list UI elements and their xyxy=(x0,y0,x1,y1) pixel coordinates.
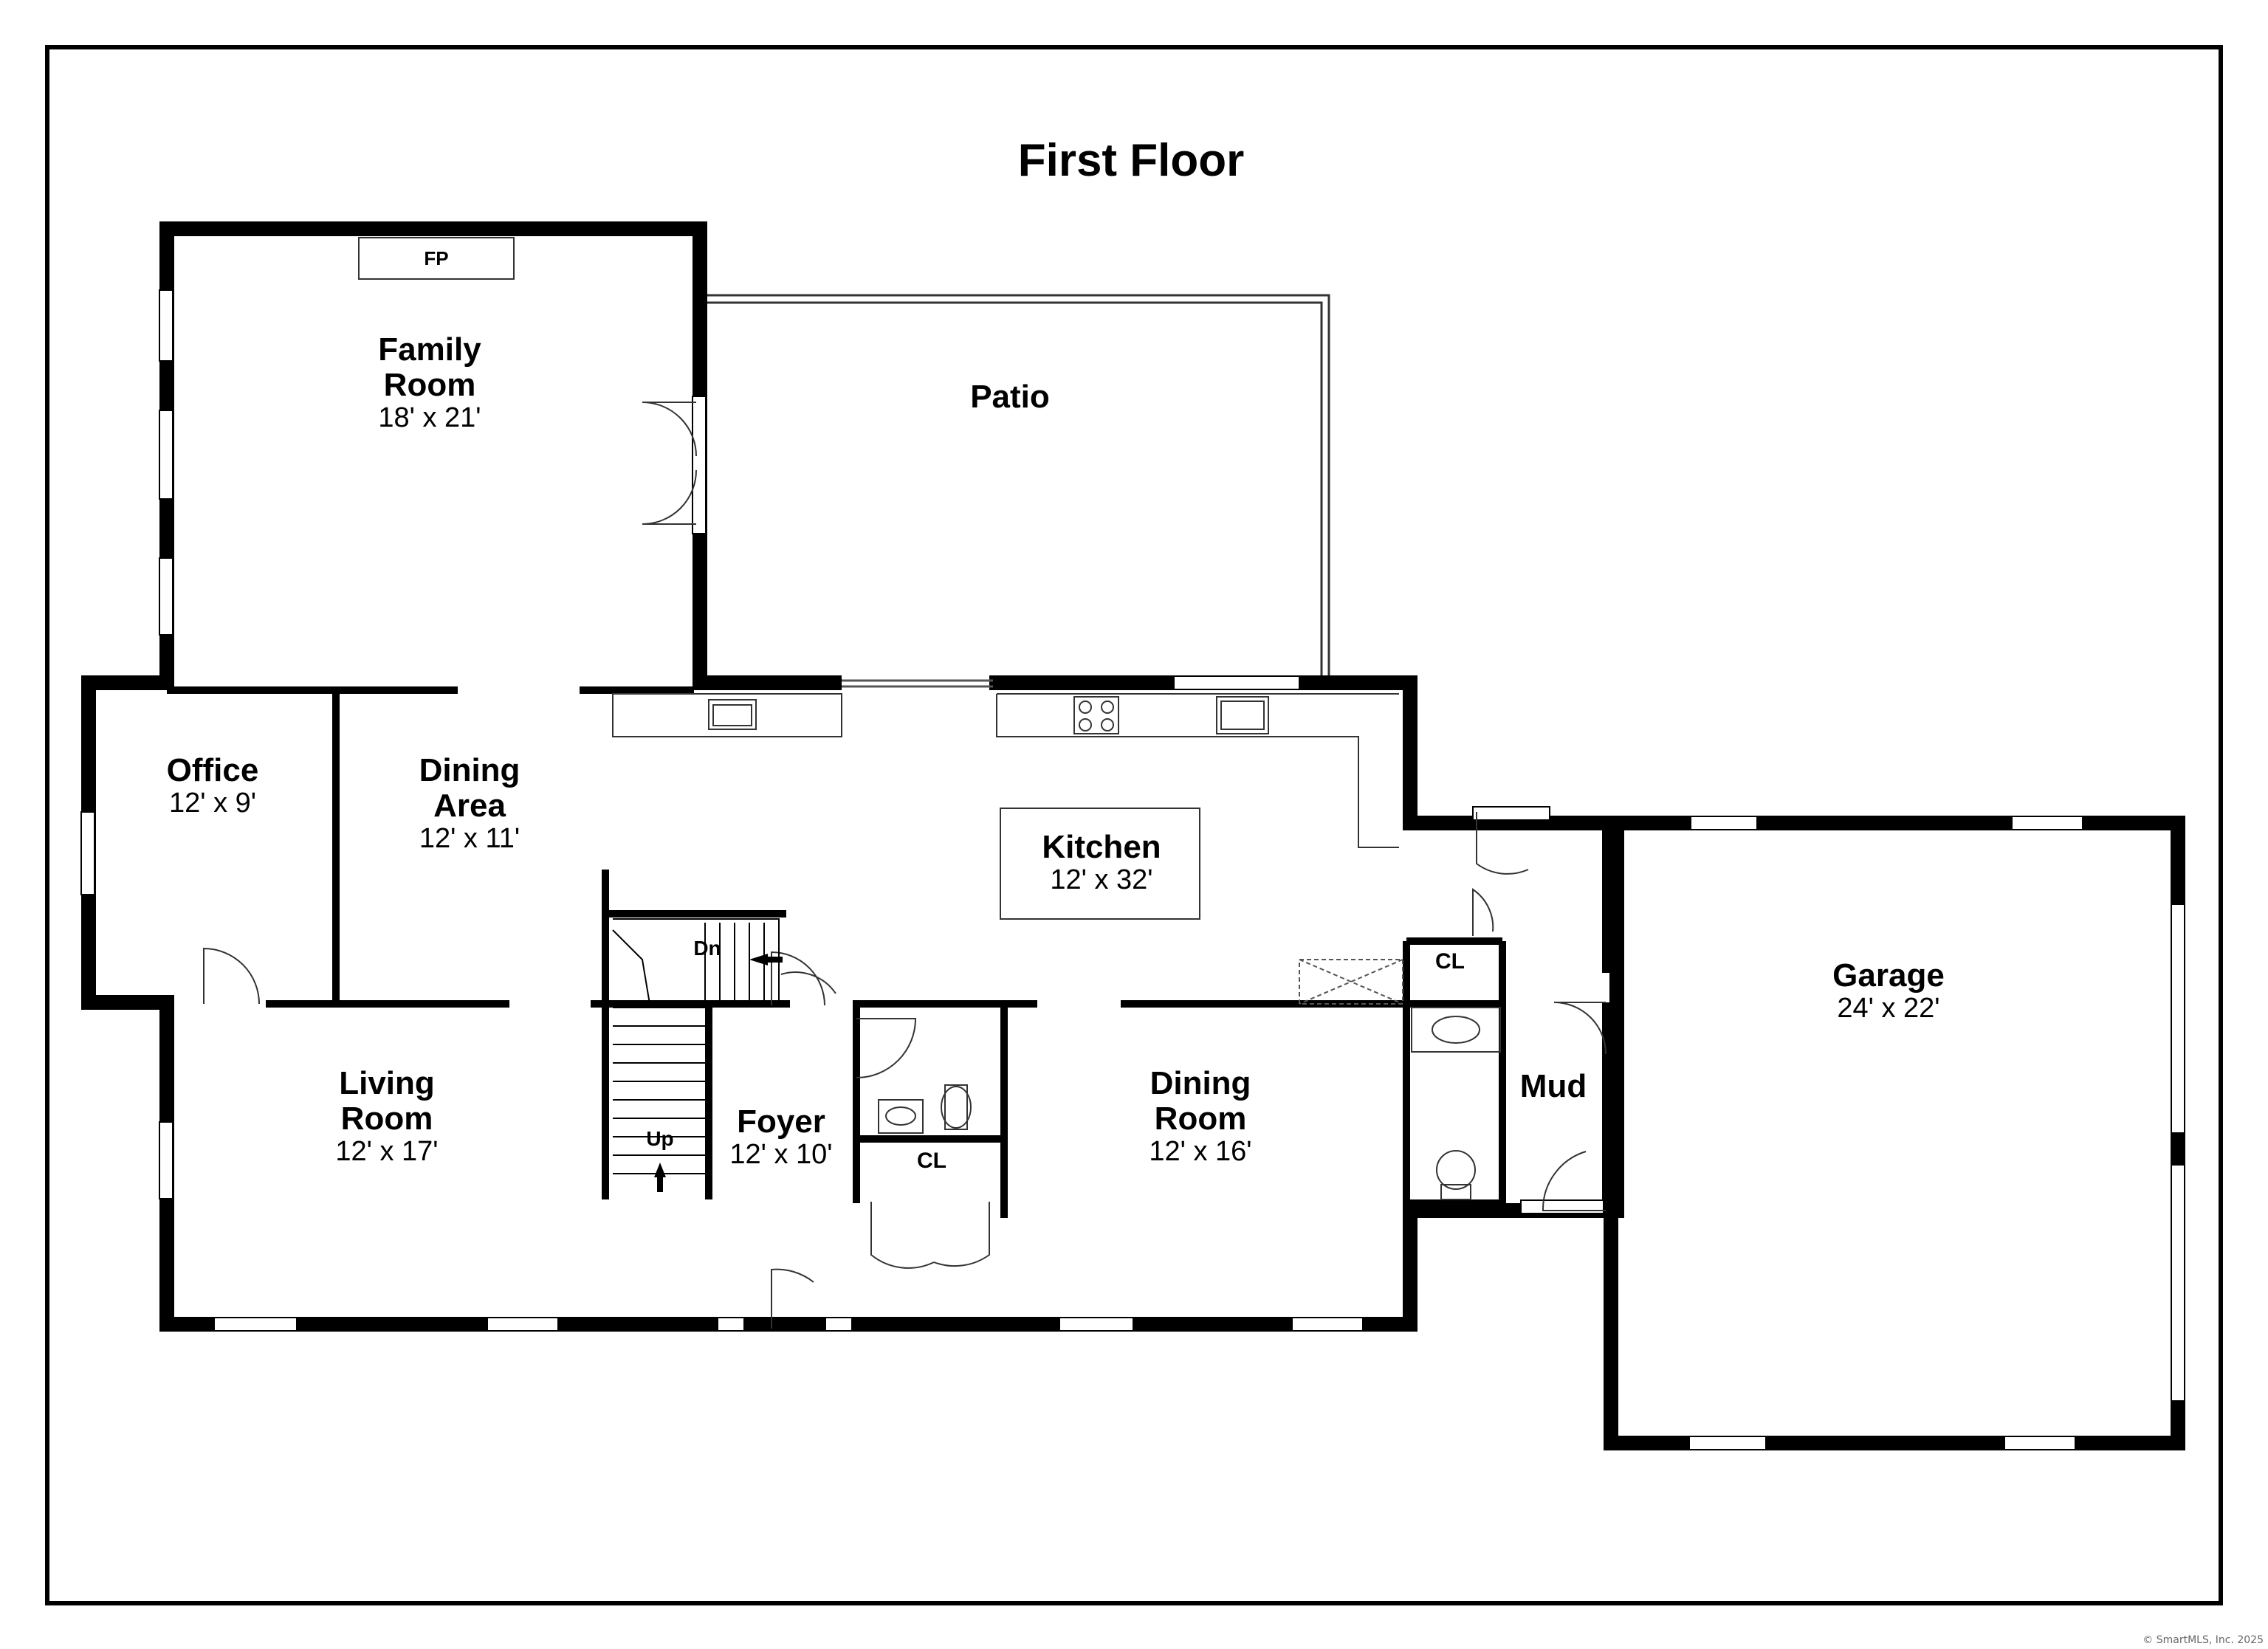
svg-text:12' x 17': 12' x 17' xyxy=(335,1136,438,1167)
arrow-down-icon xyxy=(749,954,783,965)
copyright-text: © SmartMLS, Inc. 2025 xyxy=(2142,1634,2264,1646)
svg-text:Kitchen: Kitchen xyxy=(1042,829,1161,865)
page-border xyxy=(45,45,2223,1605)
svg-text:24' x 22': 24' x 22' xyxy=(1837,993,1939,1024)
plan-title: First Floor xyxy=(1018,135,1245,186)
svg-text:12' x 9': 12' x 9' xyxy=(169,788,256,819)
sliding-door xyxy=(842,679,993,688)
doors xyxy=(203,402,1606,1329)
utility-box xyxy=(1299,959,1403,1005)
svg-text:Area: Area xyxy=(433,788,506,824)
svg-text:Living: Living xyxy=(339,1065,435,1101)
foyer-label: Foyer 12' x 10' xyxy=(729,1104,832,1170)
stairs-down-label: Dn xyxy=(693,937,721,960)
patio-outline xyxy=(705,294,1330,676)
counters xyxy=(612,693,1399,920)
svg-text:Foyer: Foyer xyxy=(737,1104,825,1140)
kitchen-label: Kitchen 12' x 32' xyxy=(1042,829,1161,895)
fireplace-label: FP xyxy=(424,247,448,269)
svg-text:Dining: Dining xyxy=(1150,1065,1251,1101)
svg-text:Room: Room xyxy=(341,1101,433,1137)
windows xyxy=(80,289,2185,1450)
svg-text:Room: Room xyxy=(384,367,476,403)
closet-pantry-label: CL xyxy=(1435,949,1465,974)
svg-text:18' x 21': 18' x 21' xyxy=(378,402,481,433)
family-room-label: Family Room 18' x 21' xyxy=(378,331,481,433)
svg-text:Garage: Garage xyxy=(1832,957,1945,994)
svg-text:Dining: Dining xyxy=(419,752,520,788)
stairs-up-label: Up xyxy=(646,1127,673,1150)
living-room-label: Living Room 12' x 17' xyxy=(335,1065,438,1167)
garage-label: Garage 24' x 22' xyxy=(1832,957,1945,1024)
mud-label: Mud xyxy=(1520,1068,1587,1104)
bathroom-fixtures xyxy=(878,1007,1501,1200)
sink-icon xyxy=(708,696,1269,734)
svg-text:12' x 10': 12' x 10' xyxy=(729,1139,832,1170)
interior-walls xyxy=(167,686,1609,1218)
dining-room-label: Dining Room 12' x 16' xyxy=(1149,1065,1251,1167)
fireplace xyxy=(358,237,515,280)
svg-text:12' x 32': 12' x 32' xyxy=(1050,864,1152,895)
svg-text:Room: Room xyxy=(1155,1101,1247,1137)
closet-foyer-label: CL xyxy=(917,1149,946,1173)
svg-text:12' x 16': 12' x 16' xyxy=(1149,1136,1251,1167)
patio-label: Patio xyxy=(970,379,1050,415)
svg-text:Office: Office xyxy=(167,752,259,788)
svg-text:12' x 11': 12' x 11' xyxy=(419,823,520,854)
cooktop-icon xyxy=(1073,696,1119,734)
office-label: Office 12' x 9' xyxy=(167,752,259,819)
arrow-up-icon xyxy=(654,1163,666,1192)
stairs xyxy=(612,918,780,1174)
svg-text:Family: Family xyxy=(378,331,481,368)
dining-area-label: Dining Area 12' x 11' xyxy=(419,752,520,854)
